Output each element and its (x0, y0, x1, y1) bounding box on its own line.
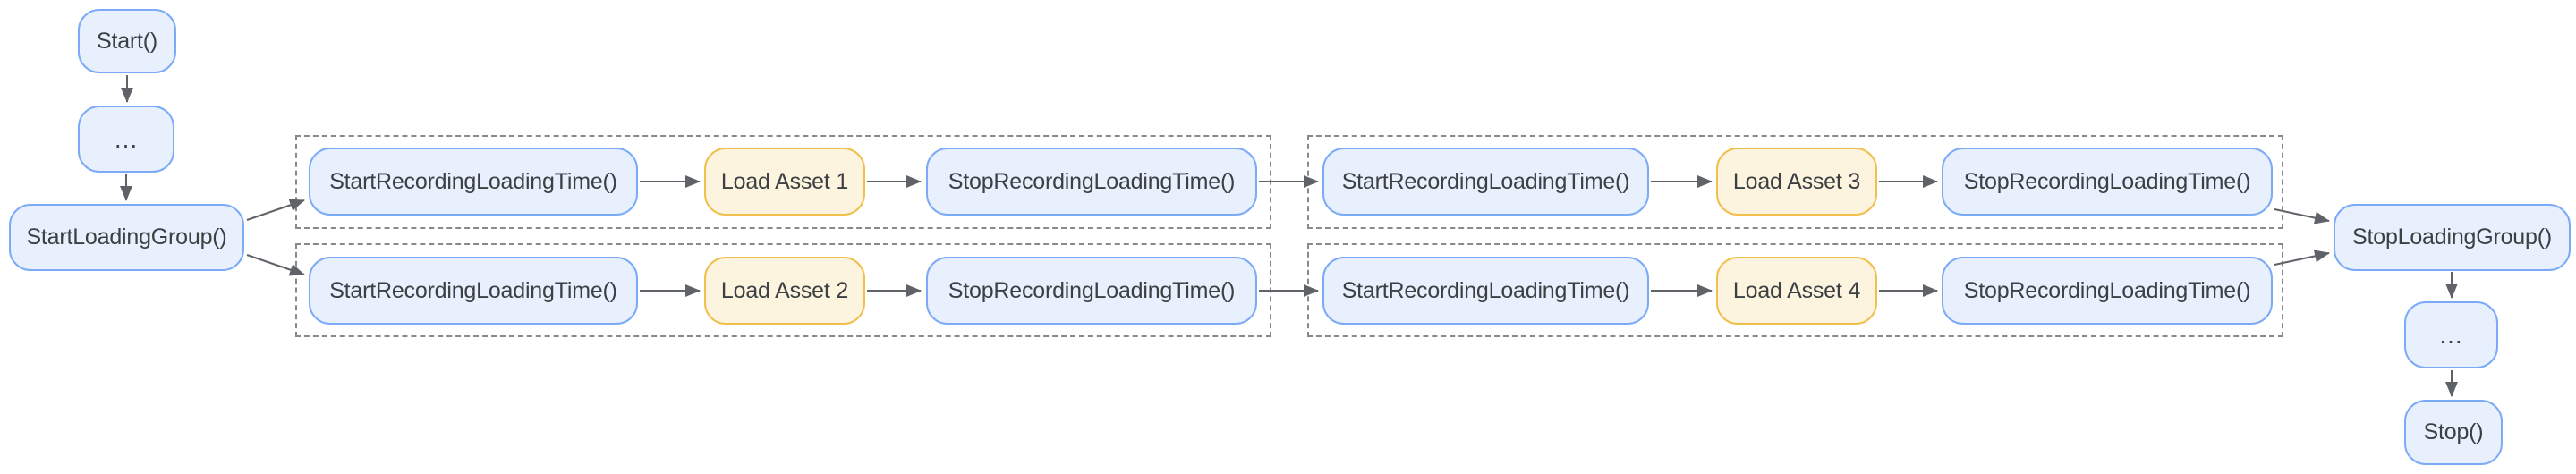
node-start-recording-r1g2: StartRecordingLoadingTime() (1322, 148, 1649, 216)
node-stop-recording-r1g2: StopRecordingLoadingTime() (1942, 148, 2273, 216)
node-ellipsis-top: ... (78, 106, 174, 173)
arrow-row1-to-stop-loading-group (2274, 208, 2330, 224)
node-start-recording-r2g1: StartRecordingLoadingTime() (309, 257, 638, 325)
node-load-asset-4: Load Asset 4 (1716, 257, 1877, 325)
node-stop: Stop() (2404, 400, 2503, 465)
arrow-row2-to-stop-loading-group (2274, 250, 2330, 266)
node-load-asset-3: Load Asset 3 (1716, 148, 1877, 216)
node-load-asset-1: Load Asset 1 (704, 148, 865, 216)
arrow-start-loading-group-to-row1 (246, 199, 305, 221)
arrow-start-loading-group-to-row2 (246, 254, 305, 276)
node-start-loading-group: StartLoadingGroup() (9, 204, 244, 271)
node-load-asset-2: Load Asset 2 (704, 257, 865, 325)
node-start-recording-r2g2: StartRecordingLoadingTime() (1322, 257, 1649, 325)
node-stop-recording-r2g2: StopRecordingLoadingTime() (1942, 257, 2273, 325)
node-stop-loading-group: StopLoadingGroup() (2334, 204, 2571, 271)
node-stop-recording-r2g1: StopRecordingLoadingTime() (926, 257, 1257, 325)
node-start-recording-r1g1: StartRecordingLoadingTime() (309, 148, 638, 216)
node-start: Start() (78, 9, 176, 73)
node-ellipsis-bottom: ... (2404, 301, 2498, 368)
node-stop-recording-r1g1: StopRecordingLoadingTime() (926, 148, 1257, 216)
